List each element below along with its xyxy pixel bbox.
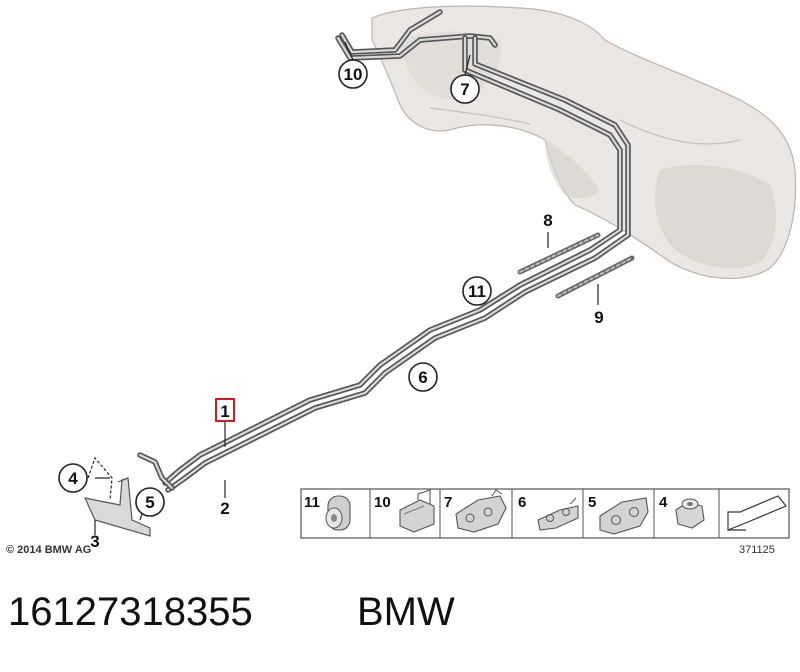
svg-text:1: 1 (220, 402, 229, 421)
legend-item-5: 5 (588, 494, 649, 535)
callout-9: 9 (594, 308, 603, 327)
svg-text:2: 2 (220, 499, 229, 518)
svg-text:6: 6 (518, 494, 526, 511)
svg-text:4: 4 (68, 469, 78, 488)
callout-7: 7 (450, 74, 480, 104)
legend-item-7: 7 (444, 489, 507, 533)
fuel-tank (371, 5, 797, 279)
legend-item-11: 11 (304, 494, 351, 531)
clip-icon (399, 489, 435, 533)
svg-text:4: 4 (659, 494, 668, 511)
legend-item-10: 10 (374, 489, 435, 533)
callout-4: 4 (58, 463, 88, 493)
svg-text:7: 7 (444, 494, 452, 511)
svg-text:7: 7 (460, 80, 469, 99)
svg-text:10: 10 (374, 494, 391, 511)
double-clip-icon (455, 489, 507, 533)
grommet-icon (325, 495, 351, 531)
pipe-holder-icon (537, 497, 579, 531)
parts-diagram: 10 7 8 11 9 6 1 2 4 5 3 © 2014 BMW AG (6, 5, 797, 556)
callout-2: 2 (220, 499, 229, 518)
callout-1-highlighted[interactable]: 1 (215, 398, 235, 422)
svg-text:5: 5 (588, 494, 596, 511)
hex-nut-icon (675, 498, 705, 529)
parts-legend: 11 10 7 (300, 488, 790, 539)
callout-11: 11 (462, 276, 492, 306)
svg-text:5: 5 (145, 493, 154, 512)
part-number: 16127318355 (8, 590, 253, 634)
legend-item-arrow (727, 495, 787, 531)
callout-8: 8 (543, 211, 552, 230)
callout-10: 10 (338, 59, 368, 89)
bracket-clip-icon (599, 497, 649, 535)
callout-3: 3 (90, 532, 99, 551)
diagram-number: 371125 (739, 544, 775, 556)
copyright-text: © 2014 BMW AG (6, 544, 91, 556)
arrow-icon (727, 495, 787, 531)
brand-name: BMW (357, 590, 455, 634)
svg-text:10: 10 (344, 65, 363, 84)
svg-text:6: 6 (418, 368, 427, 387)
svg-text:9: 9 (594, 308, 603, 327)
leader-lines (87, 41, 599, 535)
svg-text:3: 3 (90, 532, 99, 551)
fuel-lines (83, 9, 635, 537)
callout-5: 5 (135, 487, 165, 517)
legend-item-4: 4 (659, 494, 705, 529)
svg-text:8: 8 (543, 211, 552, 230)
svg-text:11: 11 (468, 282, 486, 301)
legend-item-6: 6 (518, 494, 579, 531)
svg-text:11: 11 (304, 494, 320, 511)
callout-6: 6 (408, 362, 438, 392)
